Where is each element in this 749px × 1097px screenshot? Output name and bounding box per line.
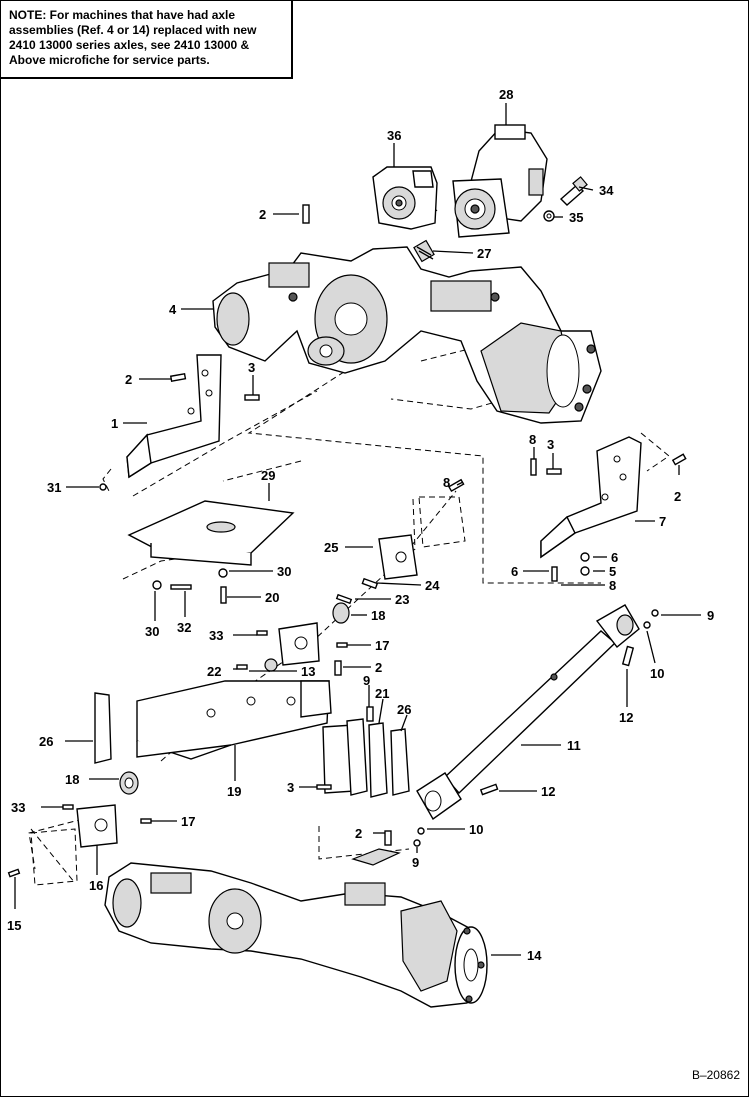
callout-12: 12 <box>541 784 555 799</box>
callout-8: 8 <box>609 578 616 593</box>
callout-16: 16 <box>89 878 103 893</box>
drawing-number: B–20862 <box>691 1068 740 1082</box>
callout-3: 3 <box>287 780 294 795</box>
part-21-shim <box>368 722 388 798</box>
part-26-shim-left <box>94 692 112 764</box>
callout-26: 26 <box>397 702 411 717</box>
callout-2: 2 <box>125 372 132 387</box>
callout-10: 10 <box>650 666 664 681</box>
callout-8: 8 <box>443 475 450 490</box>
part-27-coupler <box>413 239 435 263</box>
part-11-drive-shaft <box>416 604 640 821</box>
callout-19: 19 <box>227 784 241 799</box>
part-3-plate-lower <box>322 718 368 796</box>
part-19-cross-member <box>136 680 332 760</box>
part-18-bushing <box>119 771 139 795</box>
callout-26: 26 <box>39 734 53 749</box>
part-14-front-axle-assembly <box>104 862 488 1008</box>
callout-10: 10 <box>469 822 483 837</box>
callout-6: 6 <box>511 564 518 579</box>
part-8-shim-plate <box>418 496 466 548</box>
callout-4: 4 <box>169 302 177 317</box>
note-line: assemblies (Ref. 4 or 14) replaced with … <box>9 23 257 37</box>
note-box: NOTE: For machines that have had axle as… <box>1 1 293 79</box>
callout-2: 2 <box>259 207 266 222</box>
callout-9: 9 <box>707 608 714 623</box>
callout-32: 32 <box>177 620 191 635</box>
part-35-washer <box>543 210 555 222</box>
part-36-gear-pump <box>372 166 438 230</box>
callout-labels: 28 36 34 2 35 27 4 2 3 1 8 3 2 31 29 7 8… <box>7 87 714 963</box>
callout-34: 34 <box>599 183 614 198</box>
callout-6: 6 <box>611 550 618 565</box>
callout-18: 18 <box>371 608 385 623</box>
callout-20: 20 <box>265 590 279 605</box>
callout-8: 8 <box>529 432 536 447</box>
axle-mount-pad <box>351 848 401 866</box>
callout-15: 15 <box>7 918 21 933</box>
part-17-block <box>278 622 320 666</box>
callout-29: 29 <box>261 468 275 483</box>
callout-18: 18 <box>65 772 79 787</box>
callout-27: 27 <box>477 246 491 261</box>
callout-24: 24 <box>425 578 440 593</box>
part-25-mounting-block <box>378 534 418 580</box>
part-29-cover-plate <box>127 500 295 566</box>
note-line: NOTE: For machines that have had axle <box>9 8 236 22</box>
callout-28: 28 <box>499 87 513 102</box>
callout-17: 17 <box>181 814 195 829</box>
part-34-bolt <box>559 176 588 206</box>
part-26-shim-right <box>390 728 410 796</box>
callout-2: 2 <box>674 489 681 504</box>
callout-7: 7 <box>659 514 666 529</box>
part-28-hydrostatic-pump <box>452 124 548 238</box>
callout-1: 1 <box>111 416 118 431</box>
part-16-mounting-block <box>76 804 118 848</box>
shim-plate-lower-left <box>30 828 78 886</box>
callout-36: 36 <box>387 128 401 143</box>
callout-21: 21 <box>375 686 389 701</box>
callout-12: 12 <box>619 710 633 725</box>
callout-13: 13 <box>301 664 315 679</box>
part-18-bushing-upper <box>332 602 350 624</box>
callout-30: 30 <box>277 564 291 579</box>
callout-9: 9 <box>412 855 419 870</box>
callout-30: 30 <box>145 624 159 639</box>
leader-lines <box>14 103 701 956</box>
callout-35: 35 <box>569 210 583 225</box>
callout-2: 2 <box>355 826 362 841</box>
callout-3: 3 <box>547 437 554 452</box>
note-line: Above microfiche for service parts. <box>9 53 210 67</box>
part-1-left-bracket <box>126 354 222 479</box>
callout-2: 2 <box>375 660 382 675</box>
callout-11: 11 <box>567 738 581 753</box>
callout-33: 33 <box>11 800 25 815</box>
note-line: 2410 13000 series axles, see 2410 13000 … <box>9 38 250 52</box>
callout-17: 17 <box>375 638 389 653</box>
callout-31: 31 <box>47 480 61 495</box>
callout-23: 23 <box>395 592 409 607</box>
callout-25: 25 <box>324 540 338 555</box>
part-7-right-bracket <box>540 436 642 559</box>
callout-14: 14 <box>527 948 542 963</box>
callout-9: 9 <box>363 673 370 688</box>
part-4-rear-axle-assembly <box>212 246 602 424</box>
callout-3: 3 <box>248 360 255 375</box>
callout-5: 5 <box>609 564 616 579</box>
fasteners <box>7 204 687 878</box>
callout-33: 33 <box>209 628 223 643</box>
callout-22: 22 <box>207 664 221 679</box>
